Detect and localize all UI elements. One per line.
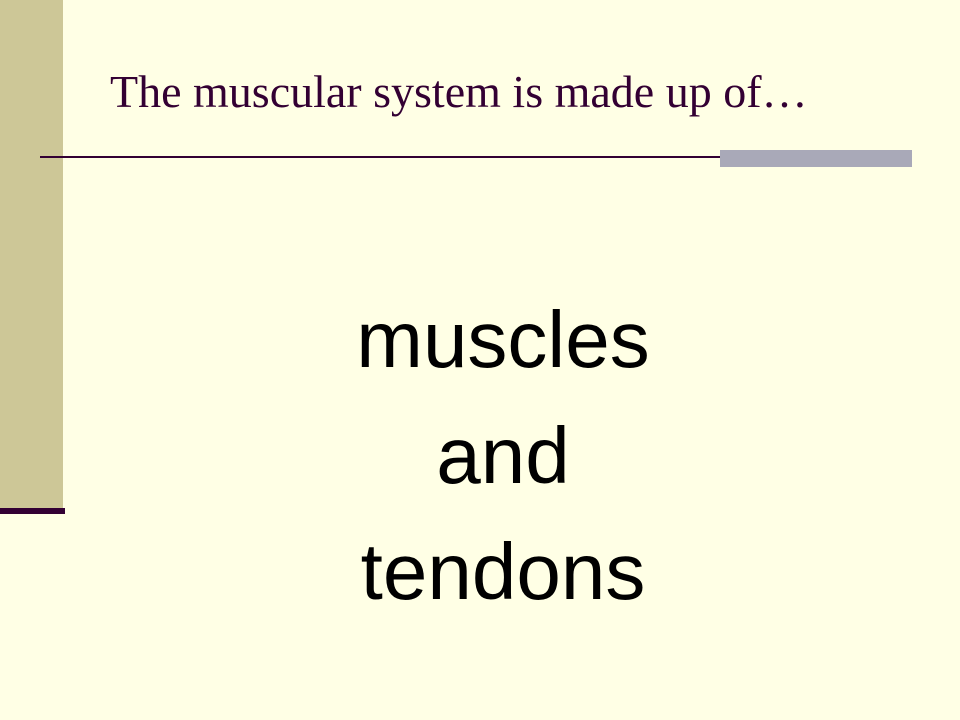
title-divider-line	[40, 156, 912, 158]
slide-title: The muscular system is made up of…	[110, 66, 808, 117]
body-line-and: and	[436, 411, 570, 500]
slide-body: muscles and tendons	[63, 292, 943, 640]
left-bar-foot-line	[0, 508, 65, 514]
left-decorative-bar	[0, 0, 63, 508]
title-divider-accent	[720, 150, 912, 167]
body-line-muscles: muscles	[356, 295, 650, 384]
body-line-tendons: tendons	[360, 527, 646, 616]
